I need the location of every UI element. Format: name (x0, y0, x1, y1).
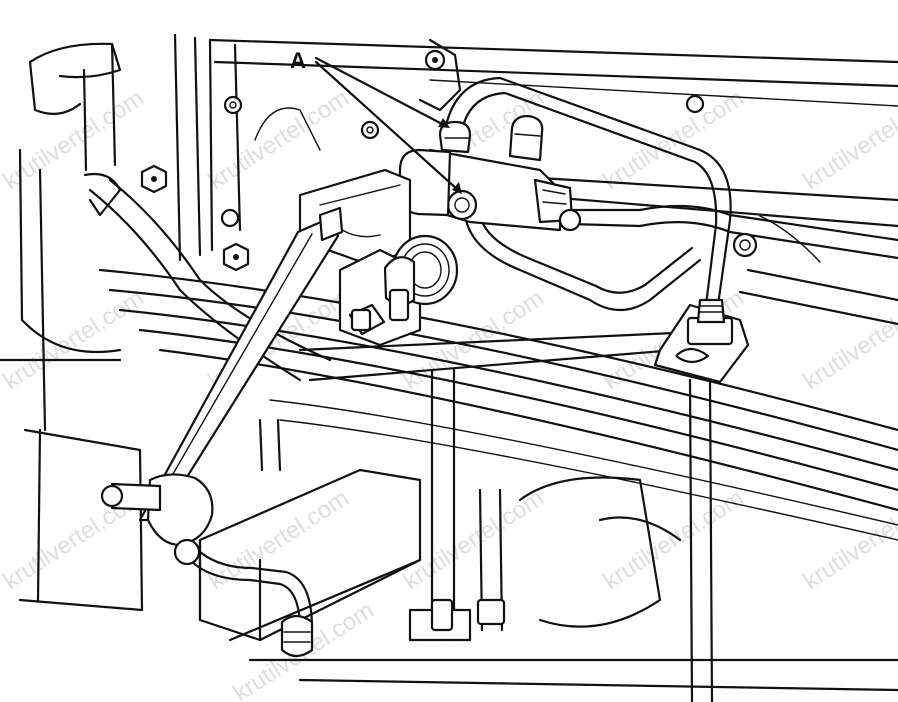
callout-a: A (290, 48, 462, 194)
load-sensing-link-rod (100, 206, 344, 658)
watermark: krutilvertel.com (799, 284, 898, 395)
pressure-regulator-valve (398, 38, 582, 232)
mounting-bolts (140, 164, 454, 632)
callout-arrowhead (438, 118, 450, 128)
callout-leader-line (314, 60, 460, 192)
brake-lines (188, 76, 898, 632)
left-body-structure (0, 42, 144, 612)
chassis-frame (173, 33, 898, 326)
right-fitting-bracket (653, 232, 758, 384)
axle-housing (198, 468, 898, 692)
callout-arrowhead (452, 182, 462, 194)
callout-label-a: A (290, 48, 306, 73)
callout-leader-line (314, 56, 446, 127)
watermark: krutilvertel.com (0, 84, 149, 195)
watermark: krutilvertel.com (799, 484, 898, 595)
